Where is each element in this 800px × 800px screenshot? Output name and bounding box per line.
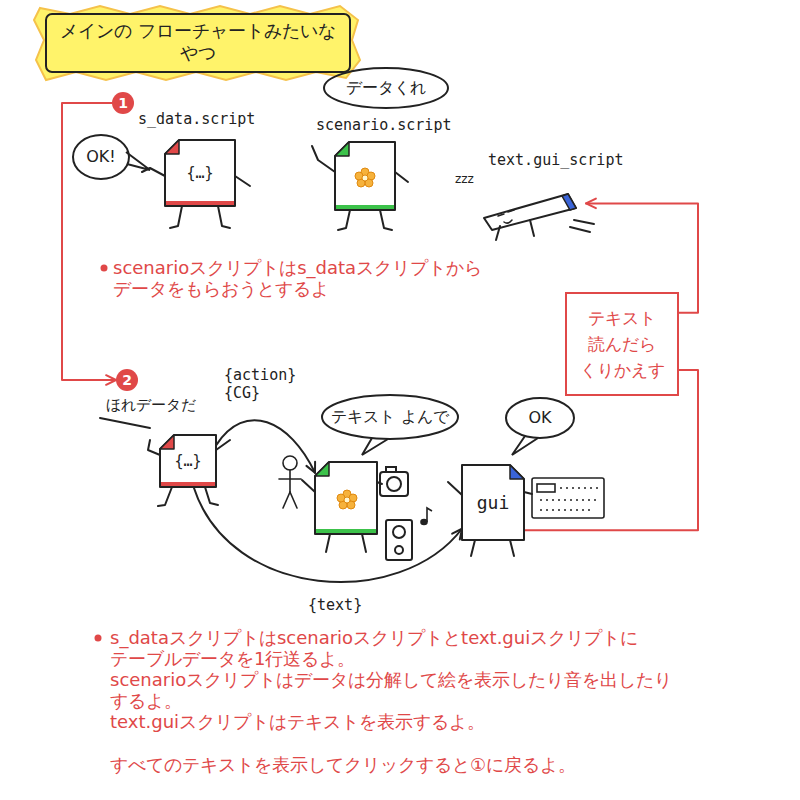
character-limbs xyxy=(100,146,594,556)
document-outline xyxy=(315,462,377,534)
speech-text: OK! xyxy=(86,147,116,166)
loop-text: テキスト 読んだら くりかえす xyxy=(575,305,669,383)
file-content: {…} xyxy=(174,452,201,470)
document-outline xyxy=(462,465,524,540)
bullet-dots xyxy=(95,265,108,642)
step-number: 2 xyxy=(116,369,138,391)
camera-icon xyxy=(380,467,408,496)
connector xyxy=(62,103,116,385)
arrow-head xyxy=(452,529,462,540)
edge-label: {action} {CG} xyxy=(222,366,311,402)
document-fold xyxy=(510,465,524,479)
note-text: text.guiスクリプトはテキストを表示するよ。 xyxy=(110,711,750,732)
note-text: すべてのテキストを表示してクリックすると①に戻るよ。 xyxy=(110,754,750,775)
script-character: s_data.scriptOK!{…} xyxy=(165,140,235,206)
document-outline xyxy=(335,142,395,210)
script-name: scenario.script xyxy=(316,116,451,134)
file-content: gui xyxy=(477,492,510,514)
node-text: 1 xyxy=(118,95,128,112)
text-window xyxy=(532,478,604,518)
connector xyxy=(216,420,315,473)
connector-line xyxy=(62,103,116,380)
title-highlight xyxy=(34,6,360,80)
script-name: s_data.script xyxy=(138,110,255,128)
document-outline xyxy=(484,194,576,230)
loop-note: テキスト 読んだら くりかえす xyxy=(565,292,679,396)
puppet-figure xyxy=(279,456,301,508)
note-text: scenarioスクリプトはデータは分解して絵を表示したり音を出したりするよ。 xyxy=(110,669,690,711)
script-name: text.gui_script xyxy=(488,151,623,169)
document-fold xyxy=(335,142,349,156)
script-character: OKgui xyxy=(462,465,524,540)
document-outline xyxy=(165,140,235,206)
connector-line xyxy=(586,203,698,312)
document-shape xyxy=(315,462,377,534)
speech-text: テキスト よんで xyxy=(331,407,448,426)
node-text: 2 xyxy=(122,372,132,389)
document-shape xyxy=(335,142,395,210)
edge-label: {text} xyxy=(306,596,364,614)
script-character: ほれデータだ{…} xyxy=(160,435,216,487)
diagram-title: メインの フローチャートみたいな やつ xyxy=(50,20,346,64)
document-fold xyxy=(160,435,174,449)
speech-bubbles xyxy=(73,68,574,455)
music-note xyxy=(421,508,432,525)
document-fold xyxy=(165,140,179,154)
document-cap xyxy=(562,194,576,210)
speech-text: ほれデータだ xyxy=(106,396,196,414)
speaker-icon xyxy=(386,520,412,560)
speech-text: OK xyxy=(528,408,551,427)
note-text: scenarioスクリプトはs_dataスクリプトから データをもらおうとするよ xyxy=(113,257,563,299)
note-text: s_dataスクリプトはscenarioスクリプトとtext.guiスクリプトに… xyxy=(110,627,750,669)
sleep-mark: zzz xyxy=(455,172,474,186)
flower-icon xyxy=(337,168,375,509)
connector-line xyxy=(216,420,315,473)
arrow-head xyxy=(306,462,315,473)
file-content: {…} xyxy=(186,164,213,182)
sleeping-script: text.gui_script xyxy=(478,188,586,232)
speech-text: データくれ xyxy=(346,78,426,97)
lying-document-shape xyxy=(478,188,586,232)
document-outline xyxy=(160,435,216,487)
document-fold xyxy=(315,462,329,476)
step-number: 1 xyxy=(112,92,134,114)
arrow-head xyxy=(586,199,596,209)
arrow-head xyxy=(106,375,116,385)
connector xyxy=(586,199,698,313)
script-character: データくれscenario.script xyxy=(335,142,395,210)
note-block: s_dataスクリプトはscenarioスクリプトとtext.guiスクリプトに… xyxy=(110,627,770,775)
script-character: テキスト よんで xyxy=(315,462,377,534)
